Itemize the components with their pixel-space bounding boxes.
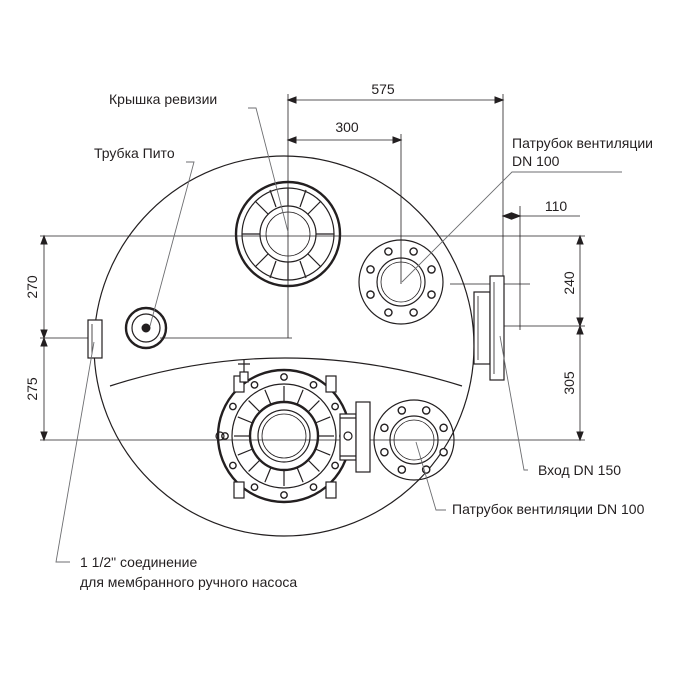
- bolt-hole-icon: [384, 247, 393, 256]
- bolt-icon: [250, 483, 259, 491]
- dimension-275: 275: [24, 336, 48, 442]
- pump-rib-icon: [296, 389, 304, 405]
- label-inspection-cover: Крышка ревизии: [109, 91, 217, 107]
- dim-label-110: 110: [545, 198, 568, 214]
- bolt-hole-icon: [409, 247, 418, 256]
- pump-rib-icon: [237, 448, 253, 456]
- pump-rib-icon: [296, 467, 304, 483]
- bolt-hole-icon: [439, 447, 448, 457]
- label-vent-top-line2: DN 100: [512, 153, 560, 169]
- vent-flange-top-icon: [358, 239, 444, 325]
- leader-lines: [55, 107, 622, 563]
- bolt-hole-icon: [380, 423, 389, 433]
- pump-rib-icon: [248, 400, 261, 413]
- dim-label-575: 575: [371, 81, 395, 97]
- bolt-icon: [250, 380, 259, 389]
- bolt-icon: [280, 491, 288, 499]
- dim-label-275: 275: [24, 377, 40, 401]
- dim-label-300: 300: [335, 119, 359, 135]
- bolt-hole-icon: [409, 308, 418, 317]
- bolt-hole-icon: [397, 406, 407, 415]
- bolt-hole-icon: [384, 308, 393, 317]
- pump-assembly-icon: [215, 360, 371, 504]
- inlet-flange-icon: [473, 275, 505, 381]
- pump-rib-icon: [315, 448, 331, 456]
- dimension-300: 300: [286, 119, 403, 144]
- bolt-icon: [280, 373, 288, 381]
- bolt-icon: [331, 402, 339, 411]
- bolt-icon: [228, 402, 237, 411]
- bolt-icon: [309, 380, 318, 389]
- pump-rib-icon: [264, 467, 272, 483]
- label-connection-line1: 1 1/2" соединение: [80, 554, 197, 570]
- bolt-hole-icon: [366, 265, 375, 274]
- pump-rib-icon: [264, 389, 272, 405]
- dim-label-270: 270: [24, 275, 40, 299]
- label-connection-line2: для мембранного ручного насоса: [80, 574, 297, 590]
- pump-connection-icon: [87, 319, 103, 359]
- pump-rib-icon: [315, 416, 331, 424]
- label-vent-bottom: Патрубок вентиляции DN 100: [452, 501, 645, 517]
- dimension-270: 270: [24, 234, 48, 340]
- bolt-hole-icon: [366, 290, 375, 299]
- bolt-icon: [309, 483, 318, 491]
- bolt-hole-icon: [397, 465, 407, 474]
- bolt-icon: [331, 461, 339, 470]
- pump-rib-icon: [307, 400, 320, 413]
- bolt-hole-icon: [427, 290, 436, 299]
- bolt-hole-icon: [427, 265, 436, 274]
- label-pitot-tube: Трубка Пито: [94, 145, 175, 161]
- pump-rib-icon: [237, 416, 253, 424]
- pump-rib-icon: [248, 459, 261, 472]
- pitot-tube-icon: [124, 306, 168, 350]
- label-inlet: Вход DN 150: [538, 462, 621, 478]
- inspection-cover-icon: [234, 180, 342, 288]
- dimension-305: 305: [561, 324, 584, 442]
- vent-flange-bottom-icon: [373, 399, 455, 481]
- label-vent-top-line1: Патрубок вентиляции: [512, 135, 653, 151]
- dimension-110: 110: [501, 198, 580, 220]
- bolt-hole-icon: [439, 423, 448, 433]
- dimension-575: 575: [286, 81, 505, 104]
- bolt-hole-icon: [421, 406, 431, 415]
- bolt-icon: [228, 461, 237, 470]
- dim-label-240: 240: [561, 271, 577, 295]
- dimension-240: 240: [561, 234, 584, 328]
- pump-rib-icon: [307, 459, 320, 472]
- dim-label-305: 305: [561, 371, 577, 395]
- bolt-hole-icon: [380, 447, 389, 457]
